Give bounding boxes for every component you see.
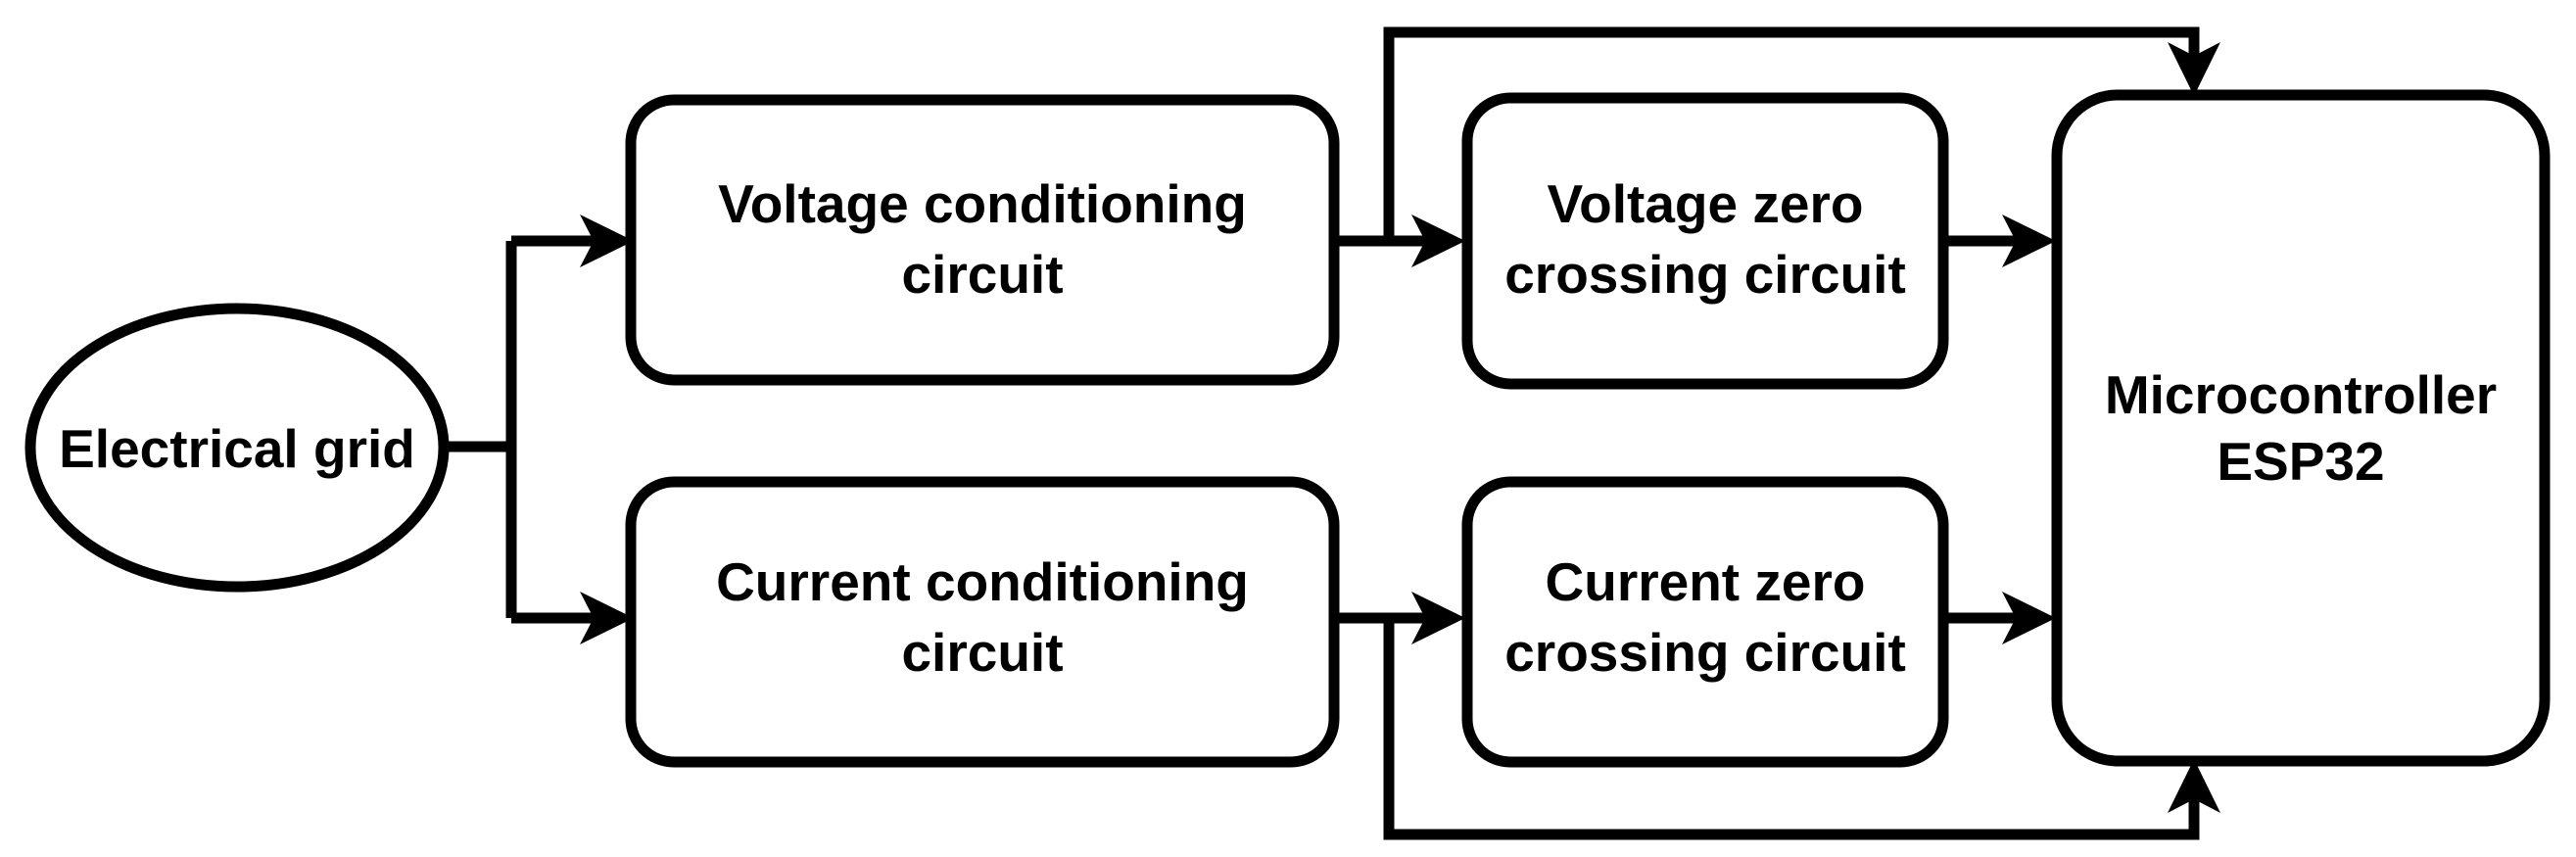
node-current-zero-crossing-label-line1: Current zero (1546, 551, 1866, 612)
node-voltage-zero-crossing-label-line1: Voltage zero (1548, 173, 1864, 234)
node-current-conditioning (625, 476, 1340, 768)
node-voltage-conditioning (625, 94, 1340, 386)
arrowhead-top-into-microcontroller (2168, 42, 2220, 96)
node-voltage-conditioning-label-line1: Voltage conditioning (718, 173, 1247, 234)
node-microcontroller-label-line1: Microcontroller (2105, 364, 2497, 425)
node-microcontroller (2051, 89, 2551, 767)
node-current-conditioning-label-line1: Current conditioning (716, 551, 1249, 612)
node-current-conditioning-label-line2: circuit (901, 622, 1063, 683)
arrowhead-into-current-zero (1411, 592, 1465, 644)
node-voltage-zero-crossing (1461, 92, 1949, 390)
arrowhead-bottom-into-microcontroller (2168, 759, 2220, 813)
arrowhead-into-voltage-zero (1411, 214, 1465, 267)
node-current-zero-crossing (1461, 476, 1949, 768)
arrowhead-into-current-conditioning (580, 592, 634, 644)
arrowhead-into-voltage-conditioning (580, 214, 634, 267)
node-voltage-conditioning-label-line2: circuit (901, 244, 1063, 305)
edge-current-conditioning-bottom-bypass (1383, 618, 2200, 840)
node-current-zero-crossing-label-line2: crossing circuit (1504, 622, 1906, 683)
node-voltage-zero-crossing-label-line2: crossing circuit (1504, 244, 1906, 305)
node-microcontroller-label-line2: ESP32 (2217, 431, 2384, 492)
arrowhead-current-zero-into-microcontroller (2002, 592, 2056, 644)
node-electrical-grid-label: Electrical grid (59, 418, 415, 479)
arrowhead-voltage-zero-into-microcontroller (2002, 214, 2056, 267)
node-electrical-grid (24, 303, 450, 593)
edge-voltage-conditioning-top-bypass (1383, 26, 2200, 241)
